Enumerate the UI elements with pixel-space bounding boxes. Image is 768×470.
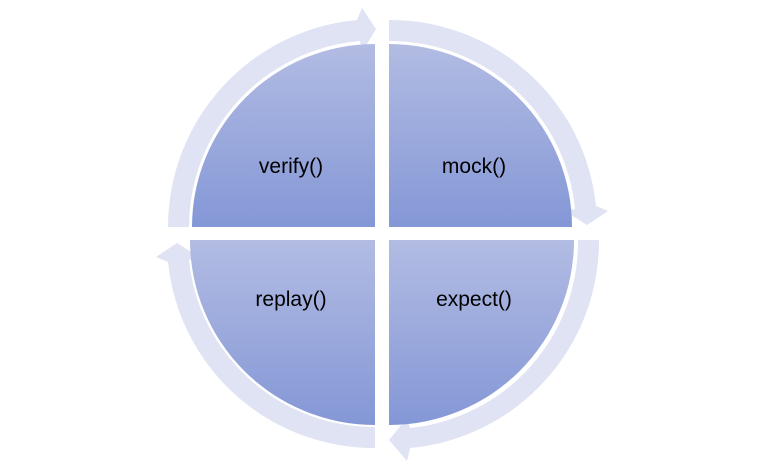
ring-arc-mock [389,19,608,225]
quadrant-fill-mock [389,44,572,227]
quadrant-fill-replay [190,240,375,425]
label-expect: expect() [436,288,512,311]
label-mock: mock() [442,155,506,178]
ring-arc-verify [168,8,376,227]
label-verify: verify() [259,155,323,178]
quadrant-verify: verify() [168,8,376,227]
ring-arc-expect [389,240,600,461]
label-replay: replay() [255,288,326,311]
quadrant-expect: expect() [389,240,600,461]
ring-arc-replay [156,243,375,449]
quadrant-fill-verify [192,44,375,227]
quadrant-mock: mock() [389,19,608,227]
quadrant-fill-expect [389,240,574,425]
quadrant-replay: replay() [156,240,375,449]
